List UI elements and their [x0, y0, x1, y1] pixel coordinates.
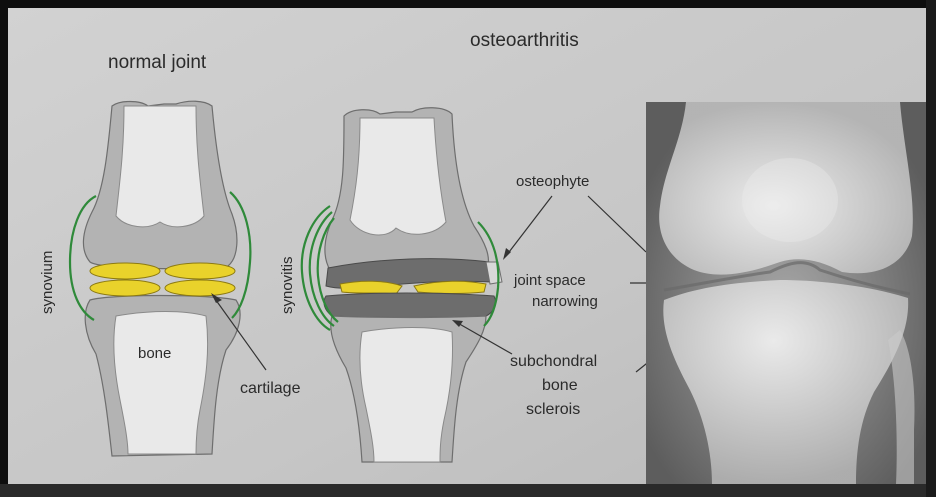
normal-cartilage-lower-right [165, 280, 235, 296]
label-bone-2: bone [542, 377, 578, 394]
oa-sclerosis-lower [324, 293, 496, 318]
photo-edge-left [0, 0, 8, 497]
label-cartilage: cartilage [240, 380, 301, 397]
normal-cartilage-upper-right [165, 263, 235, 279]
photo-edge-bottom [0, 484, 936, 497]
label-narrowing: narrowing [532, 293, 598, 310]
title-normal-joint: normal joint [108, 52, 207, 73]
normal-cartilage-lower-left [90, 280, 160, 296]
oa-cartilage-left [340, 281, 402, 294]
label-osteophyte: osteophyte [516, 173, 589, 190]
label-synovium: synovium [39, 251, 56, 314]
label-joint-space: joint space [513, 272, 586, 289]
title-osteoarthritis: osteoarthritis [470, 30, 579, 51]
oa-femur-core [350, 118, 446, 235]
photo-edge-top [0, 0, 936, 8]
xray-image [646, 102, 926, 484]
label-sclerois: sclerois [526, 401, 580, 418]
label-subchondral: subchondral [510, 353, 597, 370]
normal-cartilage-upper-left [90, 263, 160, 279]
normal-tibia-core [114, 312, 208, 455]
xray-patella [742, 158, 838, 242]
label-synovitis: synovitis [279, 256, 296, 314]
photo-edge-right [926, 0, 936, 497]
oa-tibia-core [360, 328, 453, 463]
label-bone: bone [138, 345, 171, 362]
normal-femur-core [116, 106, 204, 227]
